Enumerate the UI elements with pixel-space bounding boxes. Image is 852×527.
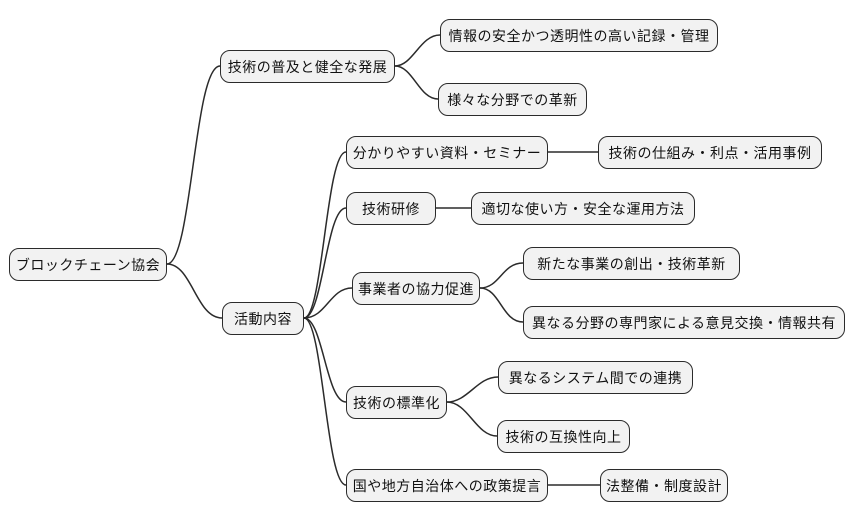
node-expert-exchange[interactable]: 異なる分野の専門家による意見交換・情報共有 [523, 306, 845, 339]
edge-root-tech-promotion [166, 65, 221, 265]
edge-activities-standardization [303, 317, 347, 403]
node-business-cooperation[interactable]: 事業者の協力促進 [352, 272, 480, 305]
node-tech-training[interactable]: 技術研修 [346, 192, 436, 225]
node-activities[interactable]: 活動内容 [222, 302, 304, 335]
edge-business-cooperation-new-business [479, 262, 524, 289]
edge-business-cooperation-expert-exchange [479, 287, 524, 323]
node-policy-proposal[interactable]: 国や地方自治体への政策提言 [346, 469, 548, 502]
node-standardization[interactable]: 技術の標準化 [346, 386, 447, 419]
node-system-interop[interactable]: 異なるシステム間での連携 [498, 361, 693, 394]
edge-activities-business-cooperation [303, 287, 353, 319]
node-compatibility[interactable]: 技術の互換性向上 [497, 420, 630, 453]
node-root[interactable]: ブロックチェーン協会 [9, 248, 167, 281]
edge-activities-tech-training [303, 207, 347, 319]
node-tech-mechanism[interactable]: 技術の仕組み・利点・活用事例 [598, 136, 822, 169]
edge-tech-promotion-secure-records [394, 34, 441, 67]
node-new-business[interactable]: 新たな事業の創出・技術革新 [523, 247, 740, 280]
edge-activities-policy-proposal [303, 317, 347, 486]
node-innovation-fields[interactable]: 様々な分野での革新 [438, 83, 587, 116]
edge-root-activities [166, 263, 223, 319]
node-proper-usage[interactable]: 適切な使い方・安全な運用方法 [471, 192, 695, 225]
node-materials-seminars[interactable]: 分かりやすい資料・セミナー [346, 136, 548, 169]
edge-tech-promotion-innovation-fields [394, 65, 439, 100]
node-secure-records[interactable]: 情報の安全かつ透明性の高い記録・管理 [440, 19, 718, 52]
edge-standardization-compatibility [446, 401, 498, 437]
edge-activities-materials-seminars [303, 151, 347, 319]
node-tech-promotion[interactable]: 技術の普及と健全な発展 [220, 50, 395, 83]
node-legal-framework[interactable]: 法整備・制度設計 [600, 469, 728, 502]
edge-standardization-system-interop [446, 376, 499, 403]
